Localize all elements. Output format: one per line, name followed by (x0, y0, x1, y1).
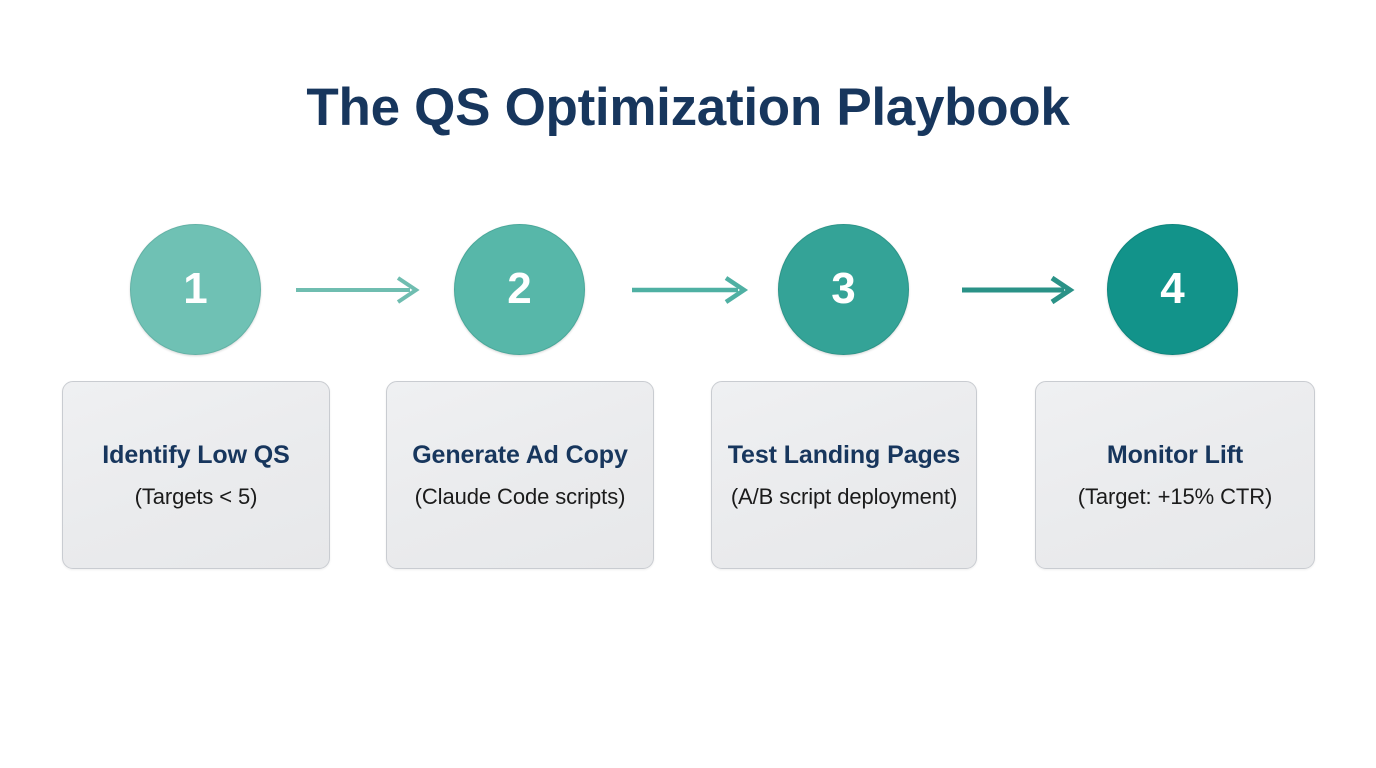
step-card-4-title: Monitor Lift (1106, 440, 1244, 469)
step-card-3-subtitle: (A/B script deployment) (730, 483, 958, 509)
step-card-3-title: Test Landing Pages (727, 440, 961, 469)
step-number-1: 1 (183, 263, 208, 313)
arrow-step-3-to-4-icon (960, 274, 1078, 306)
step-number-4: 4 (1160, 263, 1185, 313)
step-card-3: Test Landing Pages (A/B script deploymen… (711, 381, 977, 569)
step-cards-row: Identify Low QS (Targets < 5) Generate A… (0, 381, 1376, 569)
step-card-2-title: Generate Ad Copy (412, 440, 628, 469)
arrow-step-1-to-2-icon (294, 274, 424, 306)
step-circle-1: 1 (130, 224, 261, 355)
step-card-2-subtitle: (Claude Code scripts) (414, 483, 626, 509)
process-flow-row: 1 2 3 4 (62, 224, 1314, 355)
arrow-step-2-to-3-icon (630, 274, 752, 306)
step-card-4: Monitor Lift (Target: +15% CTR) (1035, 381, 1315, 569)
step-card-1-subtitle: (Targets < 5) (134, 483, 258, 509)
step-circle-4: 4 (1107, 224, 1238, 355)
step-card-2: Generate Ad Copy (Claude Code scripts) (386, 381, 654, 569)
step-circle-3: 3 (778, 224, 909, 355)
step-card-1: Identify Low QS (Targets < 5) (62, 381, 330, 569)
step-card-1-title: Identify Low QS (102, 440, 290, 469)
step-card-4-subtitle: (Target: +15% CTR) (1077, 483, 1273, 509)
step-circle-2: 2 (454, 224, 585, 355)
step-number-2: 2 (507, 263, 532, 313)
page-title: The QS Optimization Playbook (306, 78, 1070, 137)
step-number-3: 3 (831, 263, 856, 313)
